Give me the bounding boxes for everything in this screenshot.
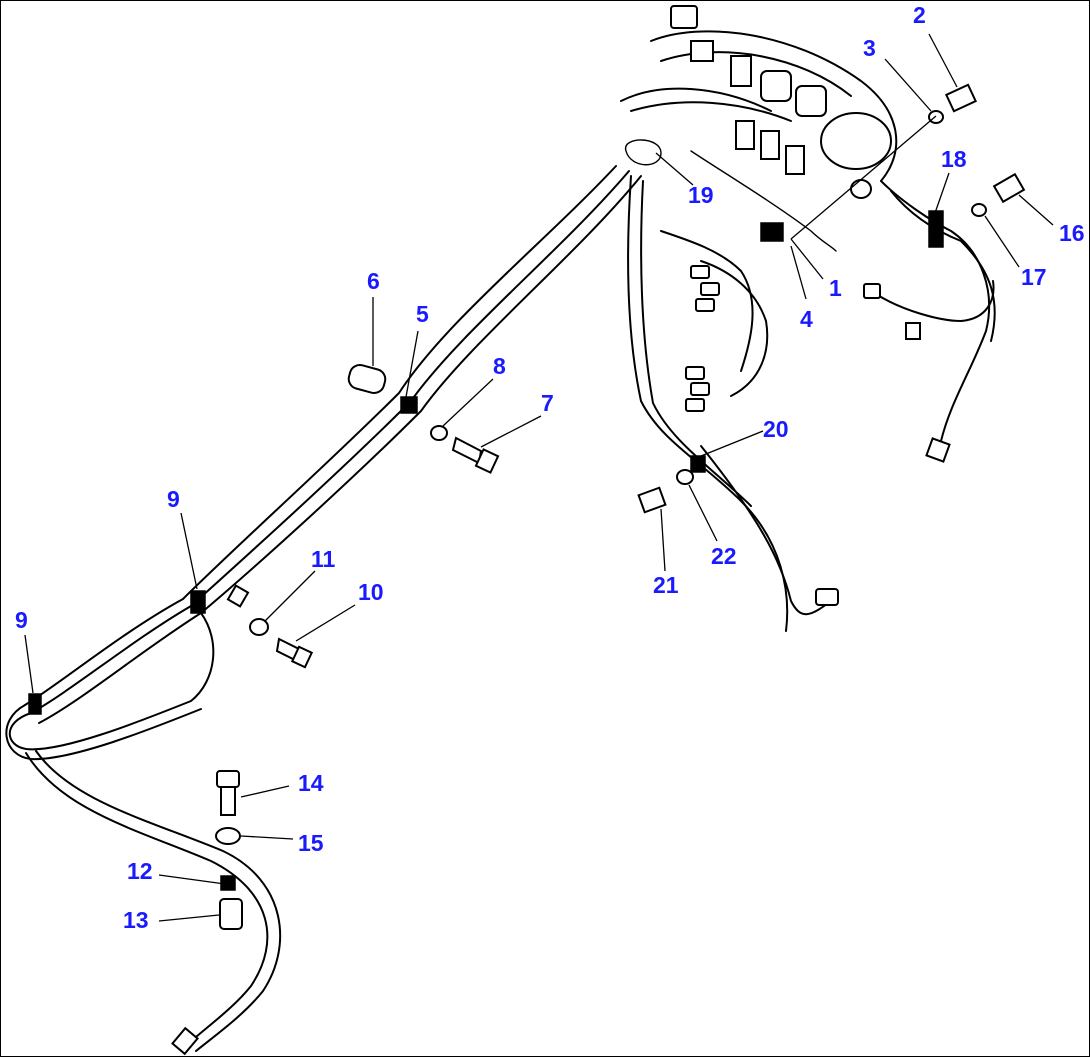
washer-3 bbox=[928, 110, 944, 124]
clamp-20 bbox=[690, 455, 706, 473]
hardware bbox=[215, 83, 1026, 930]
clamp-9-lower bbox=[28, 693, 42, 715]
callout-4: 4 bbox=[800, 306, 813, 332]
clamps bbox=[28, 396, 706, 891]
callout-15: 15 bbox=[298, 830, 324, 856]
callout-7: 7 bbox=[541, 390, 554, 416]
bolt-14-head bbox=[216, 770, 240, 788]
callout-3: 3 bbox=[863, 35, 876, 61]
callout-9-upper: 9 bbox=[167, 486, 180, 512]
washer-22 bbox=[676, 469, 694, 485]
callout-16: 16 bbox=[1059, 220, 1085, 246]
callout-12: 12 bbox=[127, 858, 153, 884]
control-valve-assembly bbox=[620, 5, 898, 632]
callout-labels: 1 2 3 4 5 6 7 8 9 9 10 11 12 13 14 15 16… bbox=[15, 2, 1085, 933]
callout-8: 8 bbox=[493, 353, 506, 379]
callout-2: 2 bbox=[913, 2, 926, 28]
callout-13: 13 bbox=[123, 907, 149, 933]
clamp-9-upper bbox=[190, 590, 206, 614]
callout-10: 10 bbox=[358, 579, 384, 605]
callout-6: 6 bbox=[367, 268, 380, 294]
main-harness bbox=[5, 165, 642, 1056]
callout-14: 14 bbox=[298, 770, 324, 796]
washer-15 bbox=[215, 827, 241, 845]
callout-19: 19 bbox=[688, 182, 714, 208]
bolt-7-head bbox=[474, 448, 500, 474]
bolt-10-head bbox=[290, 645, 314, 669]
callout-11: 11 bbox=[311, 546, 336, 572]
callout-5: 5 bbox=[416, 301, 429, 327]
bolt-21 bbox=[637, 486, 667, 514]
callout-20: 20 bbox=[763, 416, 789, 442]
connector-cluster bbox=[660, 150, 837, 412]
callout-17: 17 bbox=[1021, 264, 1047, 290]
callout-21: 21 bbox=[653, 572, 679, 598]
callout-1: 1 bbox=[829, 275, 842, 301]
callout-18: 18 bbox=[941, 146, 967, 172]
clamp-5 bbox=[400, 396, 418, 414]
right-harness bbox=[863, 180, 996, 463]
bolt-14-shank bbox=[220, 786, 236, 816]
leader-lines bbox=[24, 33, 1054, 922]
washer-8 bbox=[430, 425, 448, 441]
bolt-7-shank bbox=[451, 436, 483, 465]
bolt-16 bbox=[992, 172, 1026, 204]
spacer-13 bbox=[219, 898, 243, 930]
washer-17 bbox=[971, 203, 987, 217]
clamp-12 bbox=[220, 875, 236, 891]
callout-22: 22 bbox=[711, 543, 737, 569]
bolt-2 bbox=[944, 83, 978, 113]
washer-11 bbox=[249, 618, 269, 636]
callout-9-lower: 9 bbox=[15, 607, 28, 633]
spacer-6 bbox=[347, 363, 387, 395]
